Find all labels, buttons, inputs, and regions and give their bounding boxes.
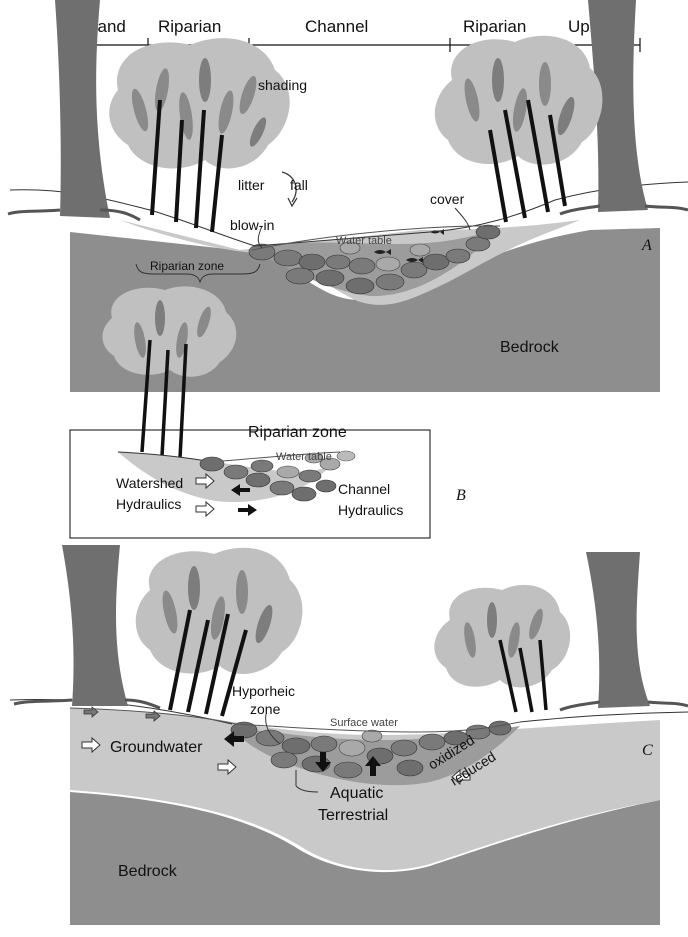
cobble xyxy=(292,487,316,501)
zone-label-riparian-right: Riparian xyxy=(463,17,526,36)
cobble xyxy=(397,760,423,776)
cobble xyxy=(286,268,314,284)
cobble xyxy=(316,270,344,286)
panel-letter-a: A xyxy=(641,237,652,254)
cobble xyxy=(277,466,299,478)
cobble xyxy=(339,740,365,756)
label-groundwater: Groundwater xyxy=(110,739,203,756)
label-litter: litter xyxy=(238,177,265,193)
label-riparian-zone-b: Riparian zone xyxy=(248,424,347,441)
riparian-canopy-right-a xyxy=(435,36,603,165)
upland-tree-trunk-left-c xyxy=(62,545,128,706)
cobble xyxy=(423,254,449,270)
cobble xyxy=(224,465,248,479)
cobble xyxy=(270,481,294,495)
label-watershed: Watershed xyxy=(116,475,183,491)
cobble xyxy=(489,721,511,735)
riparian-canopy-right-c xyxy=(434,585,570,688)
label-shading: shading xyxy=(258,77,307,93)
label-hyporheic: Hyporheic xyxy=(232,683,295,699)
leaf xyxy=(188,566,200,610)
label-bedrock-c: Bedrock xyxy=(118,863,178,880)
leaf xyxy=(487,602,497,638)
cobble xyxy=(376,274,404,290)
label-aquatic: Aquatic xyxy=(330,785,383,802)
cobble xyxy=(299,470,321,482)
cobble xyxy=(349,258,375,274)
label-bedrock-a: Bedrock xyxy=(500,339,560,356)
cobble xyxy=(251,460,273,472)
leaf xyxy=(199,58,211,102)
leaf xyxy=(236,570,248,614)
cobble xyxy=(316,480,336,492)
panel-c: Hyporheic zone Surface water Groundwater… xyxy=(10,545,688,925)
cobble xyxy=(410,244,430,256)
cobble xyxy=(274,250,302,266)
label-surface-water: Surface water xyxy=(330,717,398,729)
cobble xyxy=(334,762,362,778)
label-hyporheic-zone: zone xyxy=(250,701,281,717)
label-watershed-hydraulics: Hydraulics xyxy=(116,496,181,512)
label-water-table-b: Water table xyxy=(276,451,332,463)
upland-tree-trunk-right-c xyxy=(586,552,650,708)
label-channel: Channel xyxy=(338,481,390,497)
cobble xyxy=(362,730,382,742)
cobble xyxy=(200,457,224,471)
panel-letter-c: C xyxy=(642,742,653,759)
label-fall: fall xyxy=(290,177,308,193)
cobble xyxy=(326,255,350,269)
cobble xyxy=(346,278,374,294)
leaf xyxy=(155,300,165,336)
cobble xyxy=(376,257,400,271)
zone-label-channel: Channel xyxy=(305,17,368,36)
zone-label-riparian-left: Riparian xyxy=(158,17,221,36)
cobble xyxy=(299,254,325,270)
cobble xyxy=(476,225,500,239)
label-riparian-zone-a: Riparian zone xyxy=(150,259,224,273)
leaf xyxy=(492,58,504,102)
riparian-canopy-b xyxy=(103,286,237,376)
label-water-table-a: Water table xyxy=(336,235,392,247)
label-cover: cover xyxy=(430,191,465,207)
cobble xyxy=(271,752,297,768)
leaf xyxy=(539,62,551,106)
cobble xyxy=(246,473,270,487)
cobble xyxy=(282,738,310,754)
label-blow-in: blow-in xyxy=(230,217,274,233)
cobble xyxy=(401,262,427,278)
label-terrestrial: Terrestrial xyxy=(318,807,388,824)
label-channel-hydraulics: Hydraulics xyxy=(338,502,403,518)
cobble xyxy=(337,451,355,461)
cobble xyxy=(446,249,470,263)
cobble xyxy=(311,736,337,752)
cobble xyxy=(419,734,445,750)
cobble xyxy=(391,740,417,756)
panel-letter-b: B xyxy=(456,487,466,504)
